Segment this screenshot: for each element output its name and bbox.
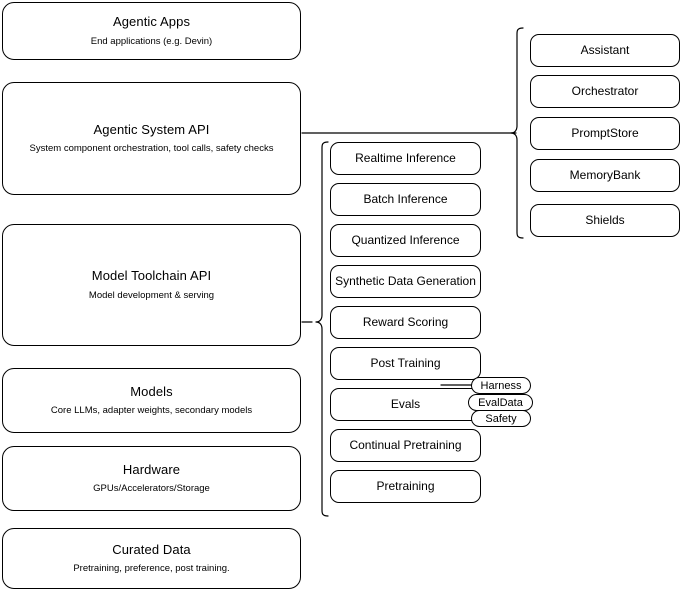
item-label: PromptStore — [571, 126, 639, 140]
item-label: MemoryBank — [569, 168, 641, 182]
layer-subtitle: Core LLMs, adapter weights, secondary mo… — [50, 405, 253, 417]
layer-title: Agentic Apps — [112, 14, 191, 30]
layer-title: Model Toolchain API — [91, 268, 212, 284]
item-label: Pretraining — [376, 479, 435, 493]
agentic-item-memorybank[interactable]: MemoryBank — [530, 159, 680, 192]
evals-badge-harness[interactable]: Harness — [471, 377, 531, 394]
item-label: Post Training — [370, 356, 441, 370]
layer-hardware[interactable]: Hardware GPUs/Accelerators/Storage — [2, 446, 301, 511]
item-label: Orchestrator — [571, 84, 639, 98]
layer-title: Hardware — [122, 461, 181, 477]
layer-subtitle: End applications (e.g. Devin) — [90, 35, 213, 47]
agentic-item-shields[interactable]: Shields — [530, 204, 680, 237]
item-label: Evals — [390, 397, 421, 411]
item-label: Realtime Inference — [355, 151, 456, 165]
layer-agentic-apps[interactable]: Agentic Apps End applications (e.g. Devi… — [2, 2, 301, 60]
item-label: Continual Pretraining — [349, 438, 462, 452]
item-label: Assistant — [580, 43, 630, 57]
agentic-item-assistant[interactable]: Assistant — [530, 34, 680, 67]
badge-label: EvalData — [478, 396, 523, 409]
item-label: Shields — [585, 213, 625, 227]
toolchain-item-quantized-inference[interactable]: Quantized Inference — [330, 224, 481, 257]
toolchain-item-pretraining[interactable]: Pretraining — [330, 470, 481, 503]
layer-curated-data[interactable]: Curated Data Pretraining, preference, po… — [2, 528, 301, 589]
layer-subtitle: Model development & serving — [88, 289, 215, 301]
layer-title: Curated Data — [112, 541, 191, 557]
evals-badge-safety[interactable]: Safety — [471, 410, 531, 427]
item-label: Quantized Inference — [351, 233, 460, 247]
layer-title: Models — [130, 383, 173, 399]
evals-badge-evaldata[interactable]: EvalData — [468, 394, 533, 411]
item-label: Reward Scoring — [362, 315, 449, 329]
toolchain-item-batch-inference[interactable]: Batch Inference — [330, 183, 481, 216]
toolchain-item-post-training[interactable]: Post Training — [330, 347, 481, 380]
item-label: Batch Inference — [363, 192, 448, 206]
brace-agentic-components — [510, 27, 524, 239]
layer-subtitle: Pretraining, preference, post training. — [73, 563, 230, 575]
layer-subtitle: System component orchestration, tool cal… — [29, 143, 274, 155]
agentic-item-orchestrator[interactable]: Orchestrator — [530, 75, 680, 108]
badge-label: Harness — [480, 379, 522, 392]
layer-title: Agentic System API — [93, 121, 210, 137]
layer-models[interactable]: Models Core LLMs, adapter weights, secon… — [2, 368, 301, 433]
toolchain-item-reward-scoring[interactable]: Reward Scoring — [330, 306, 481, 339]
item-label: Synthetic Data Generation — [335, 274, 476, 288]
agentic-item-promptstore[interactable]: PromptStore — [530, 117, 680, 150]
layer-subtitle: GPUs/Accelerators/Storage — [93, 483, 210, 495]
toolchain-item-realtime-inference[interactable]: Realtime Inference — [330, 142, 481, 175]
layer-model-toolchain-api[interactable]: Model Toolchain API Model development & … — [2, 224, 301, 346]
layer-agentic-system-api[interactable]: Agentic System API System component orch… — [2, 82, 301, 195]
toolchain-item-evals[interactable]: Evals — [330, 388, 481, 421]
toolchain-item-continual-pretraining[interactable]: Continual Pretraining — [330, 429, 481, 462]
toolchain-item-synthetic-data-generation[interactable]: Synthetic Data Generation — [330, 265, 481, 298]
badge-label: Safety — [485, 412, 517, 425]
brace-toolchain-components — [315, 141, 329, 517]
